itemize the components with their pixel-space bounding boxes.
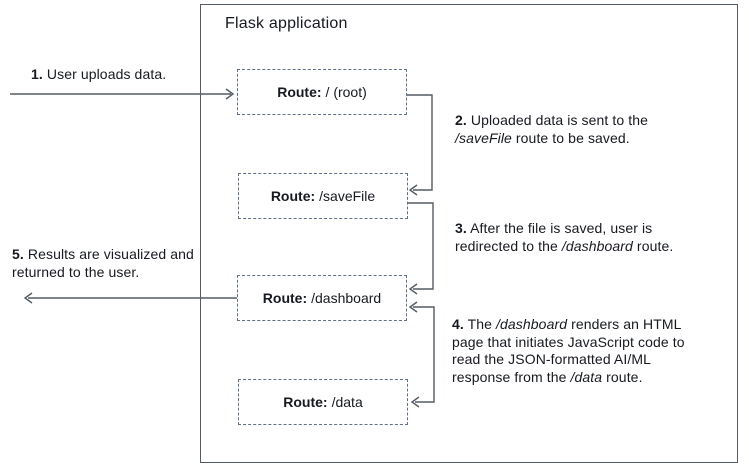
step-4-label: 4. The /dashboard renders an HTML page t… [452, 316, 685, 385]
route-label-path: /data [331, 394, 363, 410]
route-box-savefile: Route:/saveFile [238, 173, 408, 219]
arrowhead-left-icon [23, 292, 33, 304]
route-box-root: Route:/ (root) [237, 69, 407, 115]
step-1-label: 1. User uploads data. [31, 66, 167, 82]
step-3-label: 3. After the file is saved, user is redi… [455, 220, 674, 254]
step-2-label: 2. Uploaded data is sent to the /saveFil… [455, 112, 649, 146]
route-label-prefix: Route: [270, 188, 316, 204]
route-label-prefix: Route: [283, 394, 328, 410]
route-label-path: /dashboard [311, 290, 382, 306]
route-label-path: /saveFile [319, 188, 376, 204]
route-label-prefix: Route: [262, 290, 308, 306]
step-5-label: 5. Results are visualized and returned t… [12, 246, 194, 280]
route-box-dashboard: Route:/dashboard [237, 275, 407, 321]
route-label-path: / (root) [325, 84, 367, 100]
route-label-prefix: Route: [277, 84, 322, 100]
flask-application-title: Flask application [225, 15, 348, 32]
route-box-data: Route:/data [238, 379, 408, 425]
